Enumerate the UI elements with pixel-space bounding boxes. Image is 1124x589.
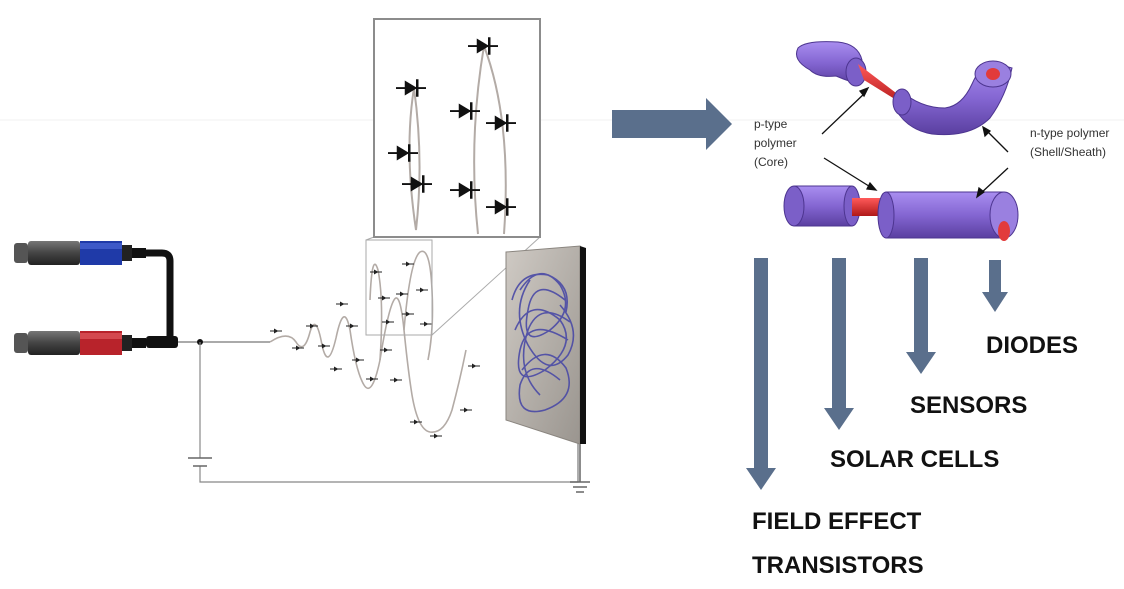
sensors-arrow [906, 258, 936, 374]
p-type-line1: p-type [754, 115, 797, 134]
n-type-line2: (Shell/Sheath) [1030, 143, 1109, 162]
syringe-blue-icon [14, 241, 146, 265]
p-type-line2: polymer [754, 134, 797, 153]
jet-diode-markers [270, 262, 480, 439]
diodes-label: DIODES [986, 332, 1078, 360]
battery-icon [188, 458, 212, 466]
whipping-jet [270, 251, 466, 432]
solar-cells-arrow [824, 258, 854, 430]
n-type-line1: n-type polymer [1030, 124, 1109, 143]
coaxial-nozzle [146, 336, 178, 348]
collector-plate [506, 246, 586, 444]
n-type-label: n-type polymer (Shell/Sheath) [1030, 124, 1109, 162]
straight-core-shell-fiber [784, 186, 1018, 241]
sensors-label: SENSORS [910, 392, 1027, 420]
fet-arrow [746, 258, 776, 490]
diodes-arrow [982, 260, 1008, 312]
fet-label-line1: FIELD EFFECT [752, 508, 921, 536]
process-arrow [612, 98, 732, 150]
syringe-red-icon [14, 331, 146, 355]
solar-cells-label: SOLAR CELLS [830, 446, 999, 474]
feed-tube [146, 253, 170, 338]
p-type-line3: (Core) [754, 153, 797, 172]
p-type-label: p-type polymer (Core) [754, 115, 797, 172]
zoom-inset [374, 19, 540, 237]
fet-label-line2: TRANSISTORS [752, 552, 924, 580]
curved-core-shell-fiber [797, 42, 1013, 135]
ground-icon [570, 440, 590, 492]
